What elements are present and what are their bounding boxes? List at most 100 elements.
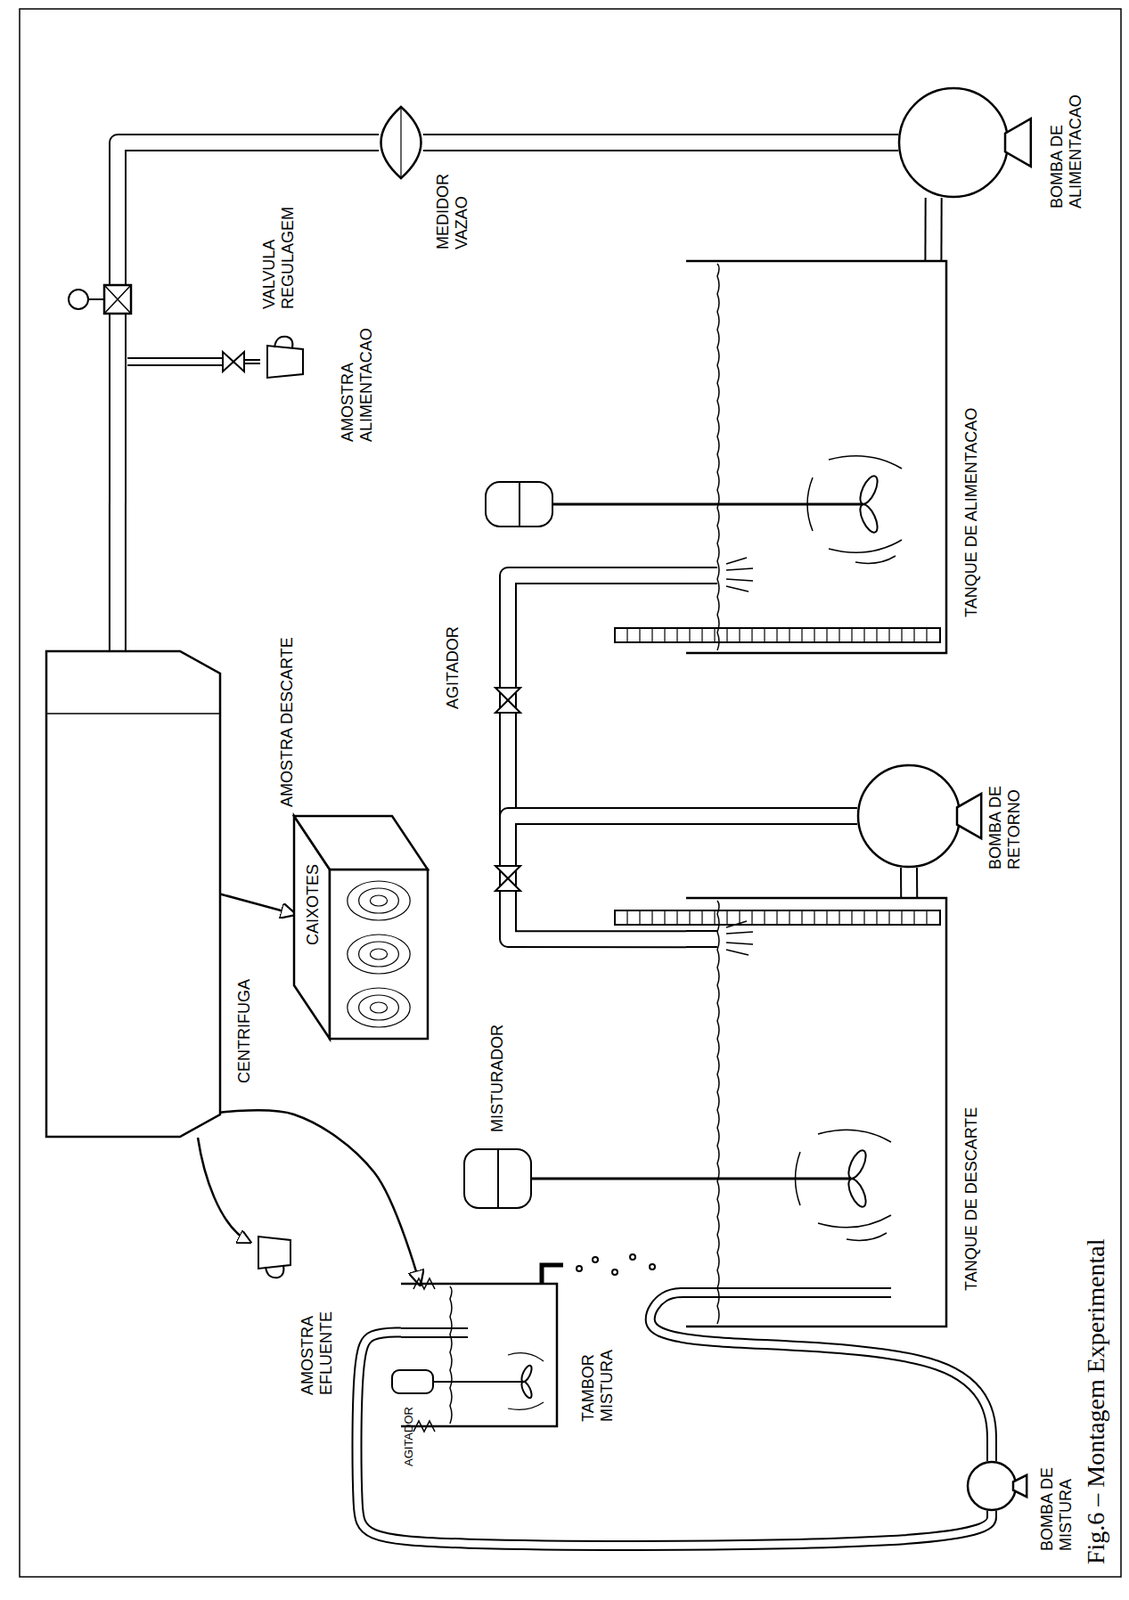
- handwheel: [68, 289, 89, 310]
- pipe-bore: [507, 816, 858, 940]
- ruler-tick: [638, 628, 640, 643]
- ruler-tick: [788, 628, 790, 643]
- meter-body: [381, 106, 422, 179]
- sample-valve: [233, 351, 245, 372]
- drum-agitator: [392, 1353, 544, 1411]
- shaft: [552, 503, 863, 507]
- pipe-wall: [924, 197, 942, 262]
- ruler-tick: [888, 910, 890, 925]
- pump-base: [1013, 1475, 1027, 1498]
- crate-front: [329, 869, 428, 1040]
- shape-outline: [966, 1461, 1017, 1512]
- ruler-tick: [863, 910, 865, 925]
- pump-symbol: [967, 1462, 1027, 1511]
- figure-caption: Fig.6 – Montagem Experimental: [1081, 1239, 1111, 1566]
- ruler-tick: [676, 910, 678, 925]
- node-label: TAMBOR MISTURA: [579, 1334, 616, 1423]
- pipe-wall: [423, 133, 899, 152]
- ruler-tick: [751, 628, 753, 643]
- ruler-tick: [813, 628, 815, 643]
- valve-body: [104, 285, 131, 314]
- ruler-tick: [875, 910, 877, 925]
- hose-line: [650, 1292, 992, 1462]
- pipe-line: [423, 142, 899, 144]
- shape-outline: [378, 106, 424, 179]
- pipe-line: [116, 313, 118, 652]
- pump-casing: [899, 88, 1008, 197]
- feed-agitator: [485, 456, 902, 565]
- node-label: BOMBA DE MISTURA: [1038, 1451, 1075, 1552]
- ruler-tick: [850, 628, 852, 643]
- cup-handle: [265, 1265, 284, 1278]
- control-valve: [104, 285, 131, 314]
- pipe-bore: [925, 197, 941, 262]
- ruler-tick: [875, 628, 877, 643]
- pipe-line: [507, 816, 858, 940]
- cup-handle: [274, 336, 293, 349]
- pump-casing: [967, 1462, 1016, 1511]
- pipe-wall: [117, 142, 379, 286]
- motor-line: [518, 482, 521, 527]
- outlet-stubs: [400, 575, 892, 1334]
- ruler-tick: [826, 628, 827, 643]
- ruler: [614, 910, 941, 925]
- effluent-cup: [258, 1236, 291, 1278]
- housing-line: [46, 712, 221, 715]
- node-label: TANQUE DE DESCARTE: [962, 1107, 982, 1292]
- ruler-tick: [763, 628, 765, 643]
- ruler-tick: [701, 628, 703, 643]
- node-label: BOMBA DE ALIMENTACAO: [1047, 76, 1085, 209]
- ruler-tick: [888, 628, 890, 643]
- ruler-tick: [776, 628, 778, 643]
- ruler-tick: [638, 910, 640, 925]
- pipe-line: [908, 867, 910, 899]
- pump-symbol: [858, 765, 982, 868]
- pump-base: [1005, 118, 1031, 167]
- ruler-tick: [713, 628, 715, 643]
- ruler-tick: [726, 910, 728, 925]
- valve-cross: [104, 285, 131, 314]
- shape-outline: [686, 898, 947, 1327]
- ruler-tick: [663, 910, 665, 925]
- drip: [592, 1257, 598, 1263]
- control-valve: VALVULA REGULAGEM: [104, 285, 131, 314]
- motor: [464, 1149, 532, 1209]
- pipe-stub: [686, 575, 718, 940]
- pipe-bore: [650, 1292, 992, 1462]
- pump-base: [957, 793, 982, 839]
- pipe-bore: [901, 867, 917, 899]
- node-label: TANQUE DE ALIMENTACAO: [962, 408, 982, 618]
- pump-casing: [858, 765, 960, 868]
- ruler-tick: [738, 628, 740, 643]
- wood-grain: [369, 1002, 387, 1014]
- pipe-bore: [110, 313, 125, 652]
- shape-outline: [857, 764, 961, 868]
- arrow-line: [220, 894, 295, 916]
- tank-wall: [686, 898, 947, 1327]
- part-label: AGITADOR: [443, 626, 463, 710]
- flow-arrow: [220, 1110, 420, 1285]
- pump-symbol: BOMBA DE RETORNO: [857, 764, 961, 868]
- mixing-drum: [400, 1278, 557, 1432]
- shape-outline: [898, 87, 1009, 198]
- drip: [629, 1254, 636, 1260]
- crate-box: CAIXOTES: [294, 816, 428, 1040]
- node-label: CENTRIFUGA: [235, 979, 254, 1084]
- pump-symbol: [899, 88, 1031, 197]
- ruler-tick: [900, 628, 902, 643]
- ruler-tick: [913, 910, 915, 925]
- shaft: [531, 1178, 851, 1181]
- valve-symbol: [495, 866, 521, 879]
- stem: [89, 298, 105, 301]
- drip: [649, 1264, 655, 1270]
- ruler-tick: [626, 910, 628, 925]
- ruler-tick: [726, 628, 728, 643]
- ruler-tick: [663, 628, 665, 643]
- wood-grain: [359, 995, 400, 1021]
- pump-symbol: BOMBA DE MISTURA: [966, 1461, 1017, 1512]
- propeller: [856, 502, 881, 536]
- sample-valve: [222, 351, 234, 372]
- pipe-wall: [507, 575, 858, 817]
- cup: [258, 1236, 291, 1269]
- part-label: AMOSTRA DESCARTE: [278, 637, 297, 808]
